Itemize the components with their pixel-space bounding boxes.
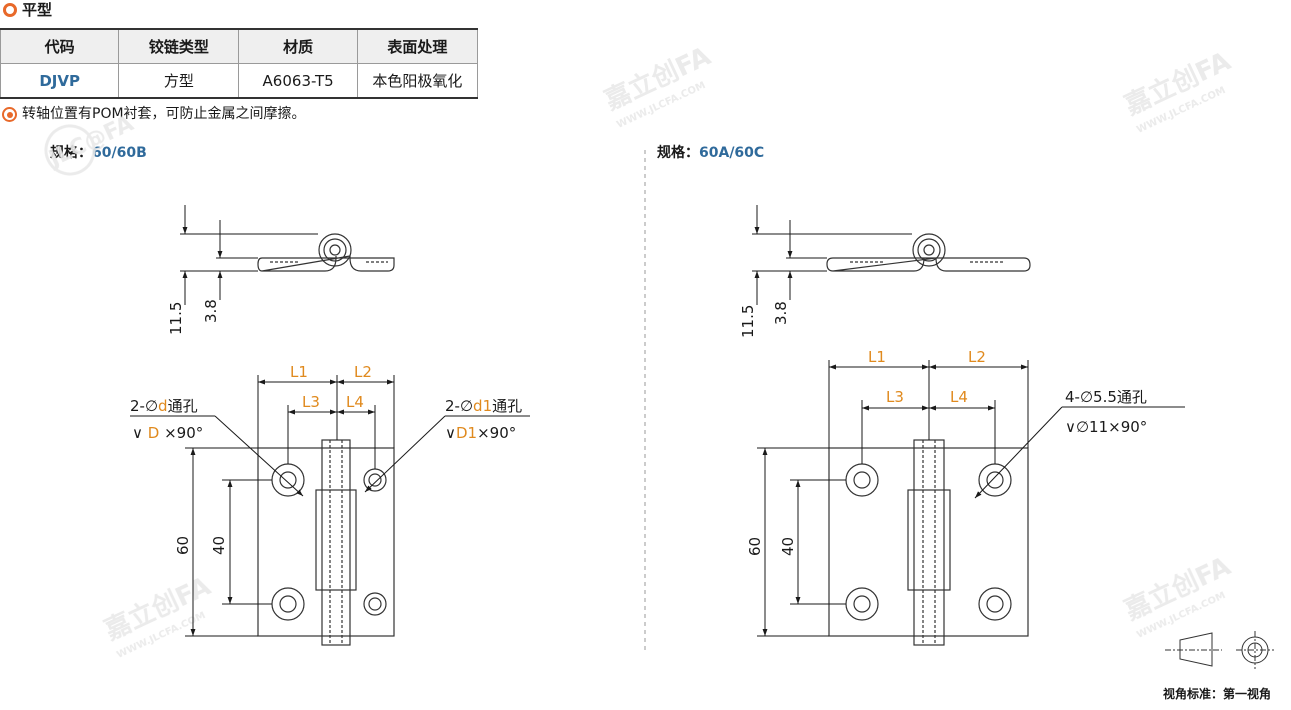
right-hole-line1: 4-∅5.5通孔 (1065, 388, 1147, 406)
right-hole-line1: 2-∅d1通孔 (445, 397, 522, 415)
left-dim-L3: L3 (302, 393, 320, 411)
left-dim-L1: L1 (290, 363, 308, 381)
left-hole-callout: 2-∅d通孔 ∨ D ×90° (130, 397, 203, 442)
left-front-dims (130, 375, 530, 637)
right-dim-height: 60 (746, 537, 764, 556)
right-hole-line2: ∨∅11×90° (1065, 418, 1147, 436)
right-spec-prefix: 规格： (657, 145, 699, 161)
left-hole-line1: 2-∅d通孔 (130, 397, 198, 415)
left-hole-line2: ∨ D ×90° (132, 424, 203, 442)
section-title: 平型 (22, 1, 53, 19)
left-dim-L4: L4 (346, 393, 364, 411)
right-dim-h-total: 11.5 (739, 305, 757, 338)
right-front-view (828, 439, 1029, 646)
view-standard: 视角标准：第一视角 (1163, 687, 1272, 701)
cell-surface: 本色阳极氧化 (356, 63, 479, 99)
cell-hinge-type: 方型 (118, 63, 240, 99)
left-side-view (257, 233, 395, 272)
col-hinge-type: 铰链类型 (118, 28, 240, 64)
right-spec-label: 规格：60A/60C (657, 144, 764, 162)
left-spec-prefix: 规格： (50, 145, 92, 161)
right-dim-pitch: 40 (779, 537, 797, 556)
note-target-icon (2, 107, 17, 122)
left-spec-value: 60/60B (92, 145, 147, 161)
table-row: DJVP 方型 A6063-T5 本色阳极氧化 (0, 63, 479, 99)
first-angle-projection-icon (1165, 631, 1274, 669)
left-front-view (257, 439, 395, 646)
left-dim-pitch: 40 (210, 536, 228, 555)
note-text: 转轴位置有POM衬套，可防止金属之间摩擦。 (22, 106, 306, 122)
cell-code: DJVP (0, 63, 120, 99)
right-hole-line2: ∨D1×90° (445, 424, 516, 442)
left-dim-L2: L2 (354, 363, 372, 381)
right-hole-callout: 2-∅d1通孔 ∨D1×90° (445, 397, 522, 442)
title-ring-icon (3, 3, 17, 17)
right-spec-value: 60A/60C (699, 145, 765, 161)
watermark: JLC@FA 嘉立创FA WWW.JLCFA.COM 嘉立创FA WWW.JLC… (44, 41, 1236, 661)
left-spec-label: 规格：60/60B (50, 144, 147, 162)
col-code: 代码 (0, 28, 120, 64)
left-side-dims (180, 205, 318, 305)
left-dim-height: 60 (174, 536, 192, 555)
right-dim-L2: L2 (968, 348, 986, 366)
right-dim-h-plate: 3.8 (772, 301, 790, 325)
right-front-dims (757, 360, 1185, 637)
right-dim-L4: L4 (950, 388, 968, 406)
table-header-row: 代码 铰链类型 材质 表面处理 (0, 28, 479, 64)
col-material: 材质 (238, 28, 358, 64)
right-dim-L1: L1 (868, 348, 886, 366)
col-surface: 表面处理 (356, 28, 479, 64)
cell-material: A6063-T5 (238, 63, 358, 99)
right-side-dims (752, 205, 912, 305)
left-dim-h-plate: 3.8 (202, 299, 220, 323)
right-side-view (826, 233, 1031, 272)
left-dim-h-total: 11.5 (167, 302, 185, 335)
right-dim-L3: L3 (886, 388, 904, 406)
spec-table: 代码 铰链类型 材质 表面处理 DJVP 方型 A6063-T5 本色阳极氧化 (0, 28, 479, 99)
